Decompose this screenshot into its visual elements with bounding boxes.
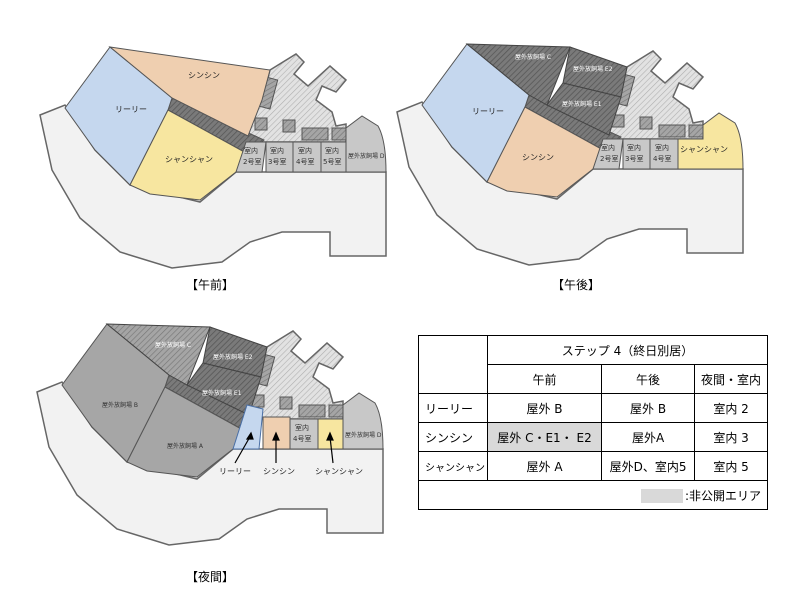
cell: 屋外A <box>601 422 696 452</box>
area-c-label: 屋外放飼場 C <box>155 341 191 349</box>
rooms <box>592 138 679 170</box>
row-header: リーリー <box>418 393 488 423</box>
map-night: 屋外放飼場 B 屋外放飼場 A 屋外放飼場 C 屋外放飼場 E2 屋外放飼場 E… <box>36 323 384 546</box>
area-e1-label: 屋外放飼場 E1 <box>202 389 242 397</box>
cell: 室内 5 <box>694 451 768 481</box>
room-label: 室内 <box>295 423 309 432</box>
label-shinshin: シンシン <box>188 71 220 80</box>
area-d <box>342 392 384 450</box>
room-label: 2号室 <box>600 154 618 163</box>
area-d-shanshan <box>677 112 744 170</box>
room-label: 4号室 <box>296 157 314 166</box>
area-e1-label: 屋外放飼場 E1 <box>562 100 602 108</box>
area-b-label: 屋外放飼場 B <box>102 401 138 409</box>
label-lily: リーリー <box>219 467 251 476</box>
map-morning: リーリー シンシン シャンシャン 室内 2号室 室内 3号室 室内 4号室 室内 5号室… <box>39 46 387 269</box>
room-label: 室内 <box>270 146 284 155</box>
room-label: 室内 <box>298 146 312 155</box>
cell: 屋外 B <box>601 393 696 423</box>
room-label: 3号室 <box>268 157 286 166</box>
room-label: 室内 <box>655 143 669 152</box>
room-label: 4号室 <box>293 434 311 443</box>
room-2-lily <box>232 404 264 450</box>
room-label: 室内 <box>627 143 641 152</box>
label-shanshan: シャンシャン <box>165 155 213 164</box>
caption-morning: 【午前】 <box>186 278 235 292</box>
cell: 室内 3 <box>694 422 768 452</box>
cell: 屋外 B <box>486 393 603 423</box>
area-e2-label: 屋外放飼場 E2 <box>213 353 253 361</box>
col-header: 夜間・室内 <box>694 364 768 394</box>
label-shinshin: シンシン <box>263 467 295 476</box>
legend-swatch <box>640 489 683 503</box>
room-label: 2号室 <box>243 157 261 166</box>
map-afternoon: リーリー シンシン シャンシャン 屋外放飼場 C 屋外放飼場 E2 屋外放飼場 … <box>396 43 744 266</box>
label-shinshin: シンシン <box>522 153 554 162</box>
label-shanshan: シャンシャン <box>680 145 728 154</box>
area-d-label: 屋外放飼場 D <box>348 152 385 160</box>
legend-cell: :非公開エリア <box>418 480 768 510</box>
legend-label: :非公開エリア <box>684 488 761 503</box>
label-shanshan: シャンシャン <box>315 467 363 476</box>
col-header: 午前 <box>486 364 603 394</box>
label-lily: リーリー <box>472 107 504 116</box>
room-label: 室内 <box>244 146 258 155</box>
area-ce-shinshin <box>108 46 271 137</box>
area-e2-label: 屋外放飼場 E2 <box>573 65 613 73</box>
room-label: 5号室 <box>323 157 341 166</box>
cell-closed: 屋外 C・E1・ E2 <box>486 422 603 452</box>
area-d-label: 屋外放飼場 D <box>345 431 382 439</box>
cell: 屋外 A <box>486 451 603 481</box>
col-header: 午後 <box>601 364 696 394</box>
room-label: 室内 <box>601 143 615 152</box>
room-label: 室内 <box>325 146 339 155</box>
caption-afternoon: 【午後】 <box>552 278 601 292</box>
rooms <box>235 115 387 173</box>
room-label: 3号室 <box>625 154 643 163</box>
cell: 室内 2 <box>694 393 768 423</box>
area-a-label: 屋外放飼場 A <box>167 442 204 450</box>
row-header: シンシン <box>418 422 488 452</box>
caption-night: 【夜間】 <box>186 570 235 584</box>
area-e1 <box>546 82 622 136</box>
area-c-label: 屋外放飼場 C <box>515 53 551 61</box>
corner-cell <box>418 335 488 394</box>
table-title: ステップ 4（終日別居） <box>487 335 768 365</box>
room-label: 4号室 <box>653 154 671 163</box>
row-header: シャンシャン <box>418 451 488 481</box>
cell: 屋外D、室内5 <box>601 451 696 481</box>
arrows <box>234 431 334 464</box>
label-lily: リーリー <box>115 105 147 114</box>
